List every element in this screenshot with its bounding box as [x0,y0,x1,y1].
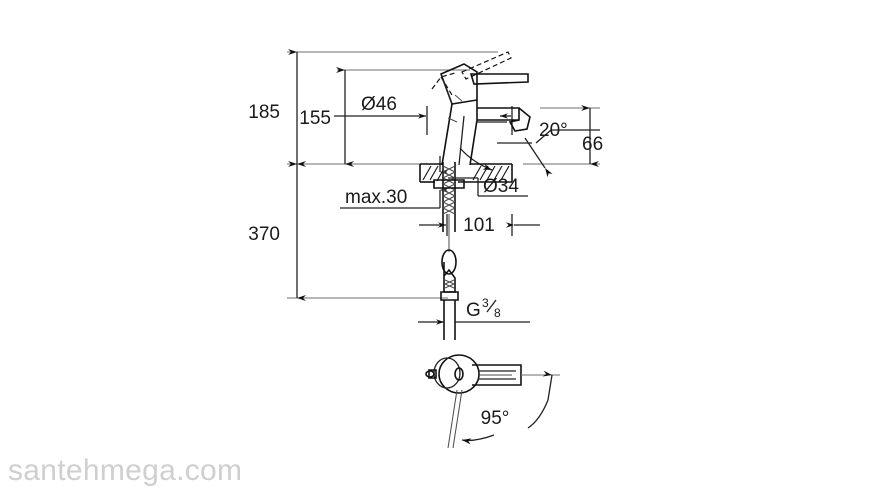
popup-rod [441,214,457,275]
dimension-185: 185 [248,49,306,167]
dimension-370: 370 [248,161,306,301]
faucet-body [441,94,478,166]
dimension-66-label: 66 [582,134,603,155]
faucet-front-elevation [419,51,531,340]
dimension-370-label: 370 [248,224,280,245]
hose-connector [440,262,459,340]
dimension-angle-20: 20° [459,120,600,178]
dimension-101-label: 101 [463,215,495,236]
deck-section [419,163,513,183]
dimension-66: 66 [581,105,603,167]
dimension-thread-g38-label: G [466,300,481,321]
faucet-top-plan-view [425,354,560,394]
dimension-155: 155 [299,67,354,167]
site-watermark: santehmega.com [8,454,242,487]
faucet-spout [477,107,531,132]
dimension-angle-95-label: 95° [481,408,510,429]
threaded-shank [433,162,465,232]
handle-lever [469,73,529,85]
dimension-thread-denominator: 8 [494,306,501,320]
dimension-185-label: 185 [248,102,280,123]
dimension-angle-95: 95° [447,370,553,449]
dimension-diameter-46-label: Ø46 [361,94,397,115]
dimension-155-label: 155 [299,108,331,129]
dimension-101: 101 [419,214,540,236]
handle-cap [439,63,478,105]
dimension-diameter-46: Ø46 [334,94,513,135]
dimension-thread-g38: G 3 8 [418,296,530,325]
dimension-max-30: max.30 [340,156,449,209]
dimension-max-30-label: max.30 [345,187,407,208]
dimension-thread-numerator: 3 [482,296,489,310]
dimension-angle-20-label: 20° [539,120,568,141]
